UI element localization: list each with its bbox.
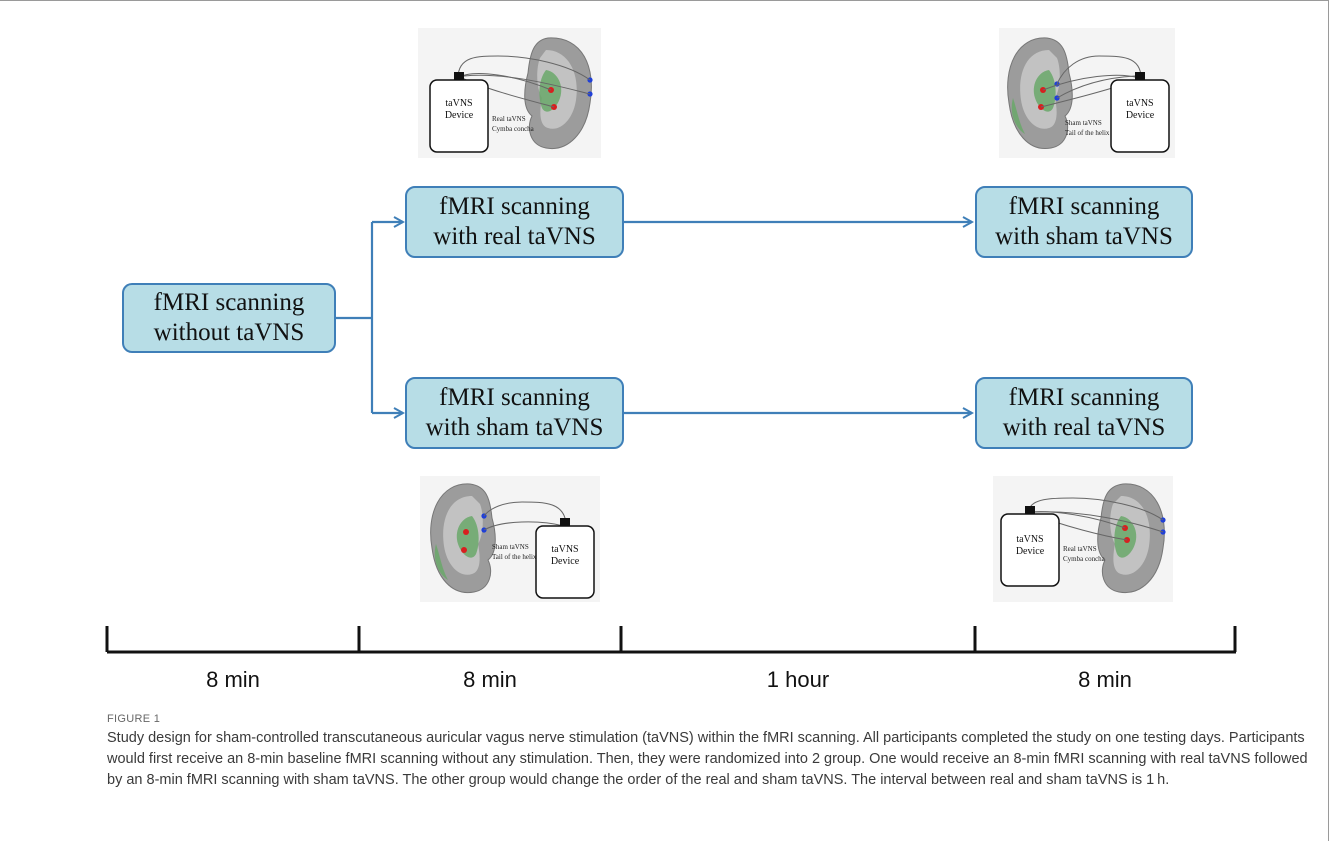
box-bottom-second-line2: with real taVNS — [1002, 414, 1166, 441]
device-label: taVNS Device — [1001, 534, 1059, 558]
ear-device-left-real-icon — [1000, 483, 1166, 594]
timeline-label-second-stim: 8 min — [1078, 667, 1132, 692]
ear-illustration-bottom-right: taVNS Device Real taVNS Cymba concha — [993, 476, 1173, 602]
box-baseline-line1: fMRI scanning — [153, 289, 305, 316]
device-label-line1: taVNS — [551, 544, 579, 555]
ear-label-sham: Sham taVNS Tail of the helix — [1065, 118, 1109, 138]
figure-label: FIGURE 1 — [107, 713, 161, 725]
ear-label-real: Real taVNS Cymba concha — [1063, 544, 1105, 564]
box-bottom-second-line1: fMRI scanning — [1008, 384, 1160, 411]
ear-illustration-top-left: taVNS Device Real taVNS Cymba concha — [418, 28, 601, 158]
ear-label-real-line2: Cymba concha — [492, 125, 534, 133]
ear-label-real: Real taVNS Cymba concha — [492, 114, 534, 134]
ear-label-sham-line2: Tail of the helix — [1065, 129, 1110, 137]
device-label-line2: Device — [1125, 110, 1155, 121]
device-label-line2: Device — [550, 556, 580, 567]
ear-label-sham-line1: Sham taVNS — [492, 543, 529, 551]
device-label: taVNS Device — [536, 544, 594, 568]
device-label-line1: taVNS — [445, 98, 473, 109]
ear-illustration-top-right: taVNS Device Sham taVNS Tail of the heli… — [999, 28, 1175, 158]
device-label-line1: taVNS — [1016, 534, 1044, 545]
ear-device-right-sham-icon — [1007, 37, 1170, 153]
box-top-second-line1: fMRI scanning — [1008, 193, 1160, 220]
box-bottom-first-line2: with sham taVNS — [425, 414, 604, 441]
ear-device-right-sham-icon — [430, 483, 595, 599]
timeline — [105, 626, 1237, 654]
device-label-line2: Device — [1015, 546, 1045, 557]
box-baseline: fMRI scanning without taVNS — [122, 283, 336, 353]
ear-label-real-line2: Cymba concha — [1063, 555, 1105, 563]
box-bottom-first-line1: fMRI scanning — [439, 384, 590, 411]
timeline-label-baseline: 8 min — [206, 667, 260, 692]
ear-device-left-real-icon — [429, 37, 593, 153]
box-top-second: fMRI scanning with sham taVNS — [975, 186, 1193, 258]
figure-caption: Study design for sham-controlled transcu… — [107, 730, 1308, 788]
box-top-first-line2: with real taVNS — [433, 223, 596, 250]
box-top-first: fMRI scanning with real taVNS — [405, 186, 624, 258]
timeline-label-interval: 1 hour — [766, 667, 830, 692]
ear-label-real-line1: Real taVNS — [492, 115, 526, 123]
ear-label-sham-line2: Tail of the helix — [492, 553, 537, 561]
ear-illustration-bottom-left: taVNS Device Sham taVNS Tail of the heli… — [420, 476, 600, 602]
flow-arrows — [336, 0, 1331, 700]
device-label-line2: Device — [444, 110, 474, 121]
box-top-second-line2: with sham taVNS — [995, 223, 1173, 250]
ear-label-sham-line1: Sham taVNS — [1065, 119, 1102, 127]
timeline-label-first-stim: 8 min — [463, 667, 517, 692]
ear-label-real-line1: Real taVNS — [1063, 545, 1097, 553]
device-label: taVNS Device — [1111, 98, 1169, 122]
box-bottom-second: fMRI scanning with real taVNS — [975, 377, 1193, 449]
box-bottom-first: fMRI scanning with sham taVNS — [405, 377, 624, 449]
box-top-first-line1: fMRI scanning — [439, 193, 590, 220]
device-label-line1: taVNS — [1126, 98, 1154, 109]
device-label: taVNS Device — [430, 98, 488, 122]
box-baseline-line2: without taVNS — [153, 319, 305, 346]
ear-label-sham: Sham taVNS Tail of the helix — [492, 542, 536, 562]
